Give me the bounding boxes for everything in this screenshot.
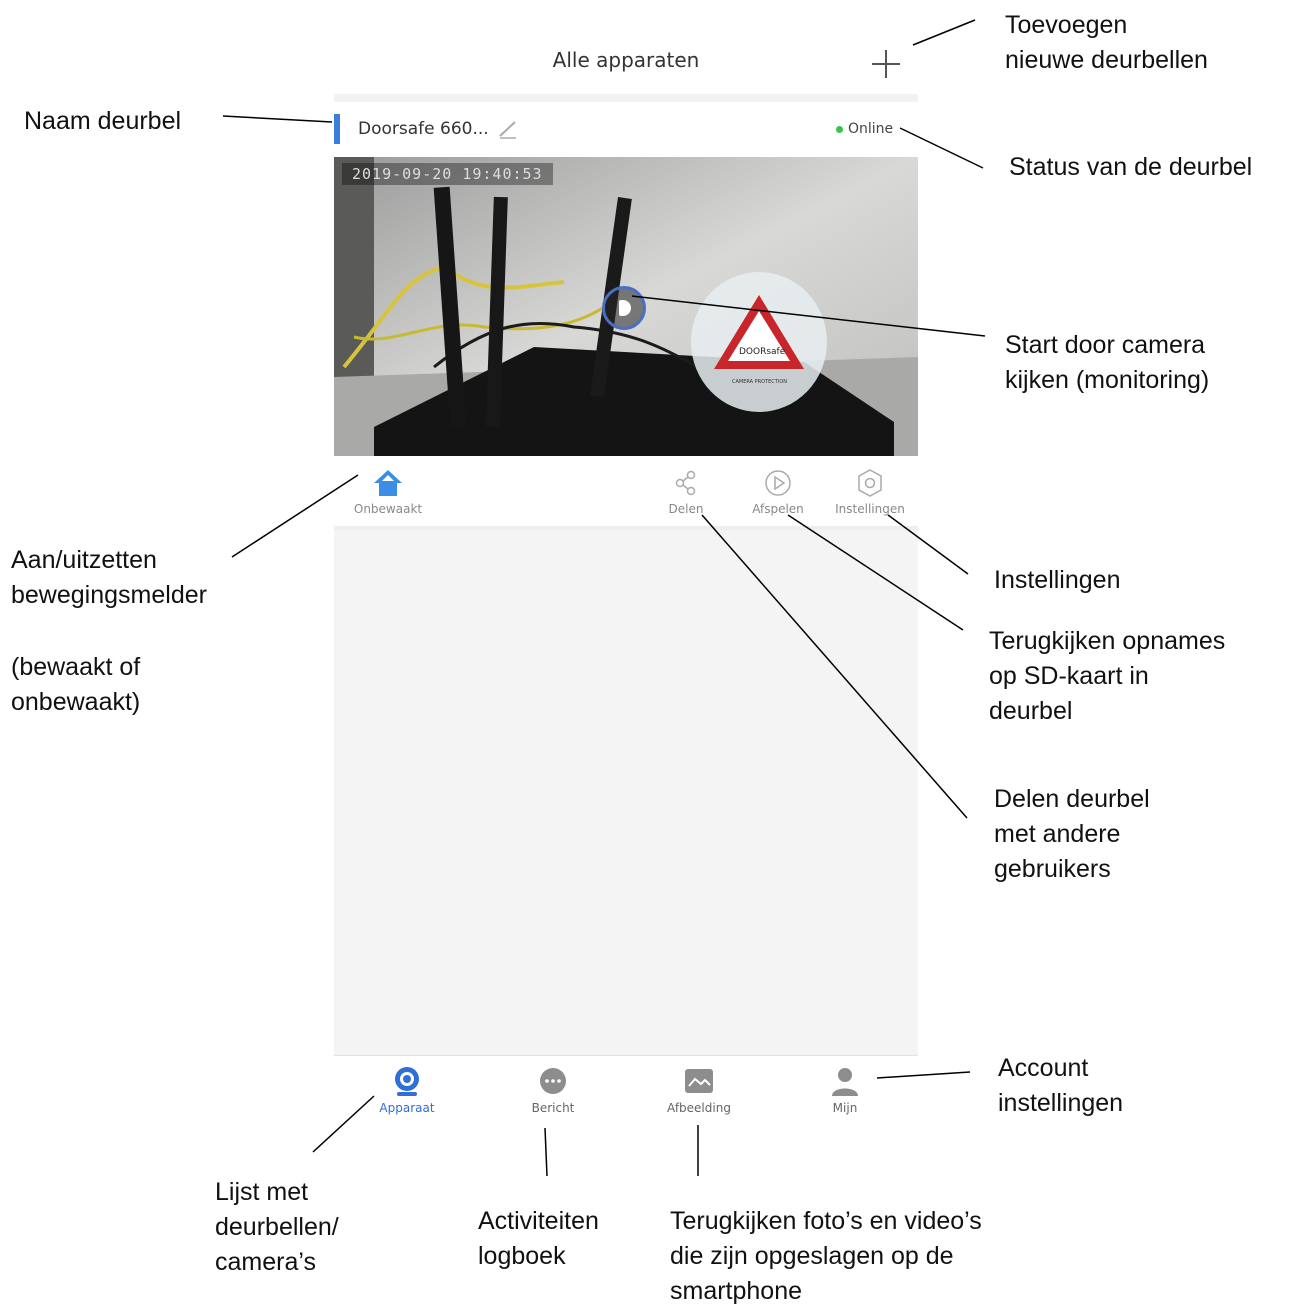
annotation-share: Delen deurbel met andere gebruikers [994,785,1150,883]
annotation-devices: Lijst met deurbellen/ camera’s [215,1178,339,1276]
annotation-settings: Instellingen [994,566,1121,594]
annotation-log: Activiteiten logboek [478,1207,599,1270]
device-list-area [334,530,918,1055]
annotation-status: Status van de deurbel [1009,153,1253,181]
edit-name-icon[interactable] [497,118,519,140]
tab-bericht[interactable]: Bericht [480,1056,626,1126]
status-text: Online [848,121,894,137]
online-dot-icon [836,125,843,133]
play-circle-icon [765,470,791,496]
status-badge: Online [836,121,893,137]
annotation-motion: Aan/uitzetten bewegingsmelder [11,546,207,609]
annotation-add: Toevoegen nieuwe deurbellen [1005,11,1208,74]
house-icon [374,470,402,496]
image-icon [685,1069,713,1093]
svg-text:DOORsafe: DOORsafe [739,347,786,357]
divider [334,94,918,102]
device-card-header [334,104,918,156]
tab-afbeelding[interactable]: Afbeelding [626,1056,772,1126]
annotation-monitor: Start door camera kijken (monitoring) [1005,331,1210,394]
annotation-gallery: Terugkijken foto’s en video’s die zijn o… [670,1207,982,1305]
annotation-playback: Terugkijken opnames op SD-kaart in deurb… [989,627,1226,725]
arm-toggle-button[interactable]: Onbewaakt [348,456,428,520]
device-action-bar: Onbewaakt Delen Afspelen Instellingen [334,456,918,530]
tab-apparaat[interactable]: Apparaat [334,1056,480,1126]
annotation-motion-note: (bewaakt of onbewaakt) [11,653,141,716]
camera-icon [395,1067,419,1096]
page-title: Alle apparaten [552,48,700,72]
annotation-account: Account instellingen [998,1054,1124,1117]
video-timestamp: 2019-09-20 19:40:53 [342,163,553,185]
bottom-tab-bar: Apparaat Bericht Afbeelding Mijn [334,1055,918,1126]
svg-text:CAMERA PROTECTION: CAMERA PROTECTION [732,379,787,385]
message-icon [540,1068,566,1094]
device-name: Doorsafe 660... [358,119,489,139]
playback-button[interactable]: Afspelen [738,456,818,520]
user-icon [832,1068,858,1096]
gear-icon [858,469,882,497]
annotation-name: Naam deurbel [24,107,182,135]
add-device-button[interactable] [866,44,906,84]
play-button[interactable] [602,286,646,330]
camera-preview[interactable]: DOORsafe CAMERA PROTECTION 2019-09-20 19… [334,157,918,456]
settings-button[interactable]: Instellingen [830,456,910,520]
device-accent-bar [334,114,340,144]
share-icon [675,470,696,496]
tab-mijn[interactable]: Mijn [772,1056,918,1126]
share-button[interactable]: Delen [646,456,726,520]
